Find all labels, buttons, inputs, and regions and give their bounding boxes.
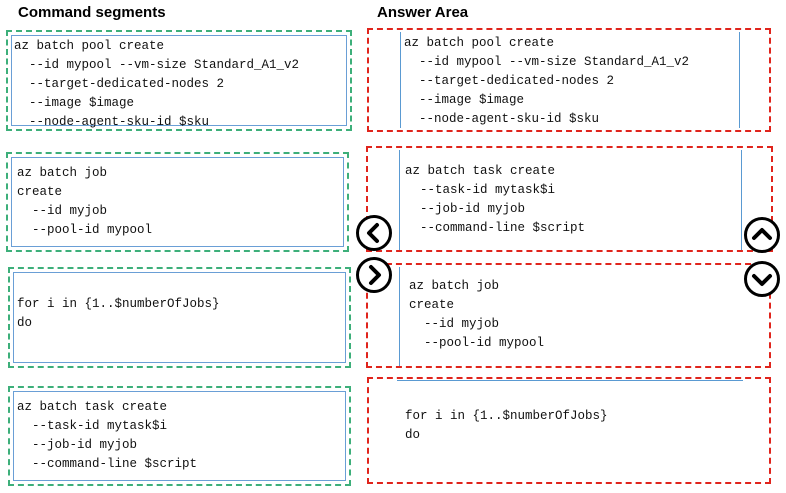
move-up-button[interactable] (744, 217, 780, 253)
answer-code: az batch job create --id myjob --pool-id… (409, 279, 545, 350)
segment-code: for i in {1..$numberOfJobs} do (17, 297, 220, 330)
segment-pool-create[interactable]: az batch pool create --id mypool --vm-si… (6, 30, 352, 131)
segment-code: az batch pool create --id mypool --vm-si… (14, 39, 300, 129)
command-segments-heading: Command segments (18, 4, 166, 21)
segment-code: az batch job create --id myjob --pool-id… (17, 166, 153, 237)
move-down-button[interactable] (744, 261, 780, 297)
answer-area-heading: Answer Area (377, 4, 469, 21)
segment-for-loop[interactable]: for i in {1..$numberOfJobs} do (8, 267, 351, 368)
segment-code: az batch task create --task-id mytask$i … (17, 400, 198, 471)
move-right-button[interactable] (356, 257, 392, 293)
answer-code: az batch task create --task-id mytask$i … (405, 164, 586, 235)
chevron-right-icon (369, 265, 381, 285)
chevron-down-icon (752, 274, 772, 286)
answer-slot-3[interactable]: az batch job create --id myjob --pool-id… (366, 263, 771, 368)
answer-slot-1[interactable]: az batch pool create --id mypool --vm-si… (367, 28, 771, 132)
segment-task-create[interactable]: az batch task create --task-id mytask$i … (8, 386, 351, 486)
chevron-up-icon (752, 228, 772, 240)
answer-slot-4[interactable]: for i in {1..$numberOfJobs} do (367, 377, 771, 484)
answer-code: az batch pool create --id mypool --vm-si… (404, 36, 690, 126)
answer-slot-2[interactable]: az batch task create --task-id mytask$i … (366, 146, 773, 252)
move-left-button[interactable] (356, 215, 392, 251)
chevron-left-icon (367, 223, 379, 243)
answer-code: for i in {1..$numberOfJobs} do (405, 409, 608, 442)
segment-job-create[interactable]: az batch job create --id myjob --pool-id… (6, 152, 349, 252)
